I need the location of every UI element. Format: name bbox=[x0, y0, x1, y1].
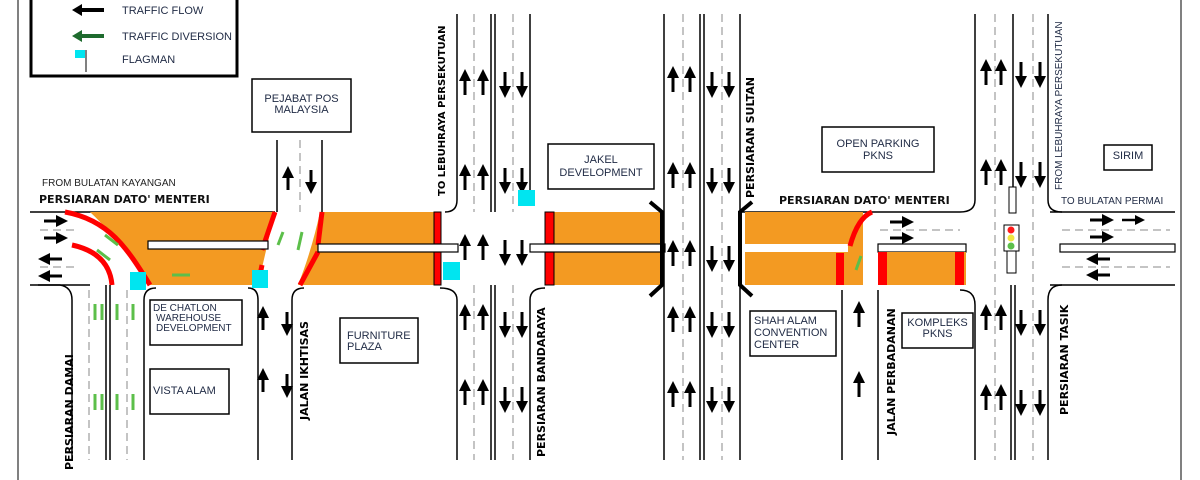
traffic-diversion-arrows bbox=[93, 231, 863, 410]
closure-zone-sultan bbox=[738, 200, 874, 298]
traffic-flow-arrows bbox=[38, 59, 1145, 416]
green-arrow-left-icon bbox=[72, 30, 104, 42]
legend-label: FLAGMAN bbox=[122, 54, 175, 66]
closure-zone-kompleks bbox=[877, 243, 967, 285]
flagman-icon bbox=[130, 272, 146, 290]
closure-zone-jakel bbox=[529, 200, 666, 298]
median-north bbox=[1008, 186, 1017, 214]
median-east bbox=[1059, 243, 1176, 253]
legend-label: TRAFFIC FLOW bbox=[122, 5, 204, 17]
black-arrow-left-icon bbox=[72, 4, 104, 16]
lane-dashes bbox=[40, 229, 1170, 268]
flagman-icon bbox=[252, 270, 268, 288]
barrier-bracket bbox=[648, 200, 664, 298]
legend-label: TRAFFIC DIVERSION bbox=[122, 31, 232, 43]
legend-box bbox=[29, 0, 239, 78]
closure-zone-ikhtisas bbox=[297, 211, 459, 287]
flagman-icon bbox=[518, 190, 535, 206]
legend: TRAFFIC FLOW TRAFFIC DIVERSION FLAGMAN bbox=[29, 0, 239, 78]
vertical-road-edges bbox=[38, 14, 1063, 460]
building-boxes bbox=[149, 78, 1153, 415]
closure-zone-west bbox=[64, 209, 278, 287]
cyan-flag-icon bbox=[75, 50, 87, 72]
flagman-icon bbox=[443, 262, 460, 280]
traffic-light-icon bbox=[1003, 224, 1020, 274]
